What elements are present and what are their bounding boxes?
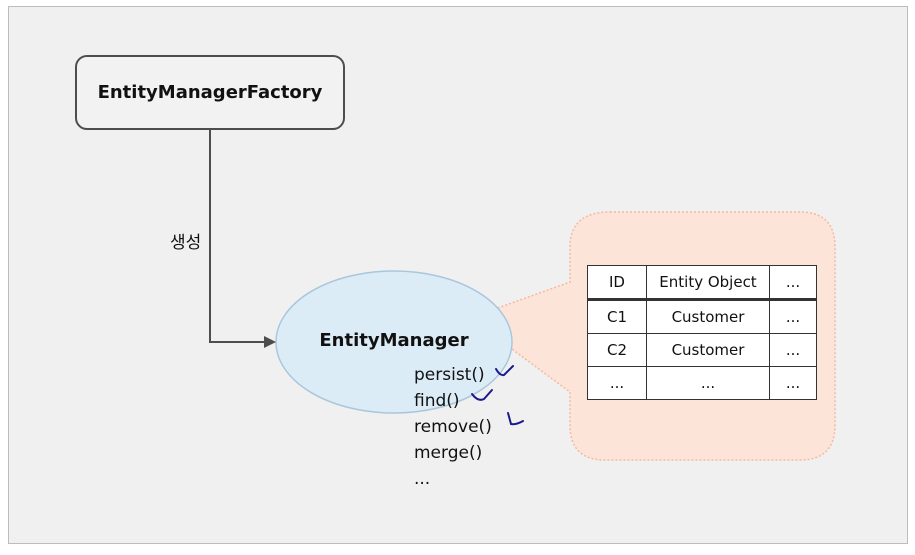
check-mark-persist: [495, 365, 514, 377]
entity-manager-factory-box: EntityManagerFactory: [75, 55, 345, 130]
table-cell: C1: [587, 299, 647, 334]
table-cell: ...: [769, 366, 817, 400]
table-cell: Customer: [646, 333, 770, 367]
check-mark-find: [471, 389, 493, 401]
table-header-row: ID Entity Object ...: [587, 265, 817, 301]
entity-manager-factory-label: EntityManagerFactory: [97, 82, 323, 103]
create-arrow-label: 생성: [170, 233, 202, 253]
method-more: ...: [414, 469, 431, 489]
header-id: ID: [587, 265, 647, 301]
table-cell: ...: [646, 366, 770, 400]
table-cell: ...: [769, 299, 817, 334]
method-remove: remove(): [414, 417, 492, 437]
method-merge: merge(): [414, 443, 483, 463]
persistence-context-table: ID Entity Object ... C1 Customer ... C2 …: [587, 265, 817, 400]
create-arrow-line: [209, 130, 268, 343]
method-find: find(): [414, 391, 460, 411]
header-entity-object: Entity Object: [646, 265, 770, 301]
entity-manager-label: EntityManager: [319, 330, 469, 351]
table-row: ... ... ...: [587, 366, 817, 400]
create-arrow-head: [264, 336, 276, 348]
header-more: ...: [769, 265, 817, 301]
table-cell: ...: [587, 366, 647, 400]
method-persist: persist(): [414, 365, 485, 385]
table-cell: C2: [587, 333, 647, 367]
table-row: C1 Customer ...: [587, 299, 817, 334]
table-cell: ...: [769, 333, 817, 367]
check-mark-remove: [507, 412, 524, 426]
table-cell: Customer: [646, 299, 770, 334]
table-row: C2 Customer ...: [587, 333, 817, 367]
entity-manager-methods: persist() find() remove() merge() ...: [414, 362, 492, 492]
